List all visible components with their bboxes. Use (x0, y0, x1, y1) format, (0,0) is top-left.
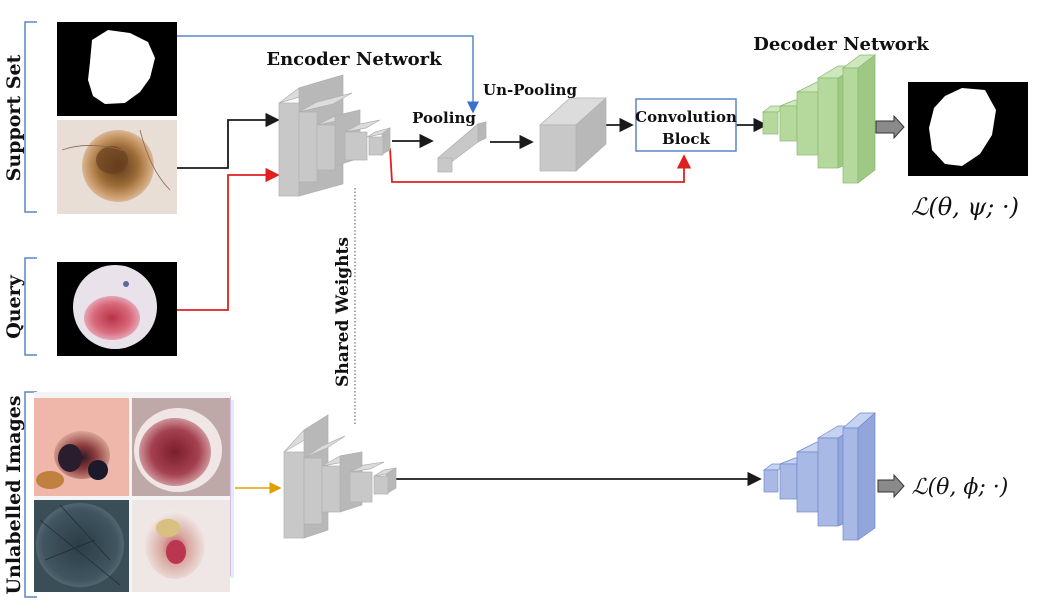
convolution-block: Convolution Block (635, 98, 737, 152)
unpooling-block (539, 97, 607, 172)
decoder-network-bottom (762, 412, 876, 541)
output-arrow-top (875, 114, 905, 140)
support-to-encoder-arrow (177, 112, 280, 169)
encoder-network-top (278, 74, 391, 197)
decoder-network-label: Decoder Network (753, 34, 929, 55)
decoder-network-top (761, 54, 877, 184)
support-set-label: Support Set (3, 54, 25, 181)
convolution-label-line2: Block (662, 130, 711, 148)
shared-weights-label: Shared Weights (333, 237, 353, 387)
mask-to-pooling-arrow (177, 35, 479, 114)
query-label: Query (3, 274, 25, 338)
unlabelled-images-stack (34, 392, 234, 592)
unlabelled-images-label: Unlabelled Images (3, 395, 25, 594)
loss-supervised-label: ℒ(θ, ψ; ·) (911, 193, 1019, 221)
unlabelled-group: Unlabelled Images (3, 391, 37, 598)
query-group: Query (3, 257, 37, 356)
query-image (57, 262, 177, 356)
support-set-group: Support Set (3, 21, 37, 213)
support-skin-image (57, 120, 177, 214)
pooling-label: Pooling (412, 109, 476, 127)
output-arrow-bottom (877, 473, 905, 499)
convolution-label-line1: Convolution (635, 108, 737, 126)
support-mask-image (57, 22, 177, 116)
encoder-network-bottom (283, 414, 397, 539)
output-mask-image (908, 82, 1028, 176)
unpooling-label: Un-Pooling (483, 81, 577, 99)
query-to-encoder-arrow (177, 167, 280, 311)
pooling-block (437, 121, 487, 173)
encoder-to-conv-red-arrow (389, 147, 692, 183)
loss-unsupervised-label: ℒ(θ, ϕ; ·) (912, 475, 1009, 500)
encoder-network-label: Encoder Network (266, 49, 442, 70)
